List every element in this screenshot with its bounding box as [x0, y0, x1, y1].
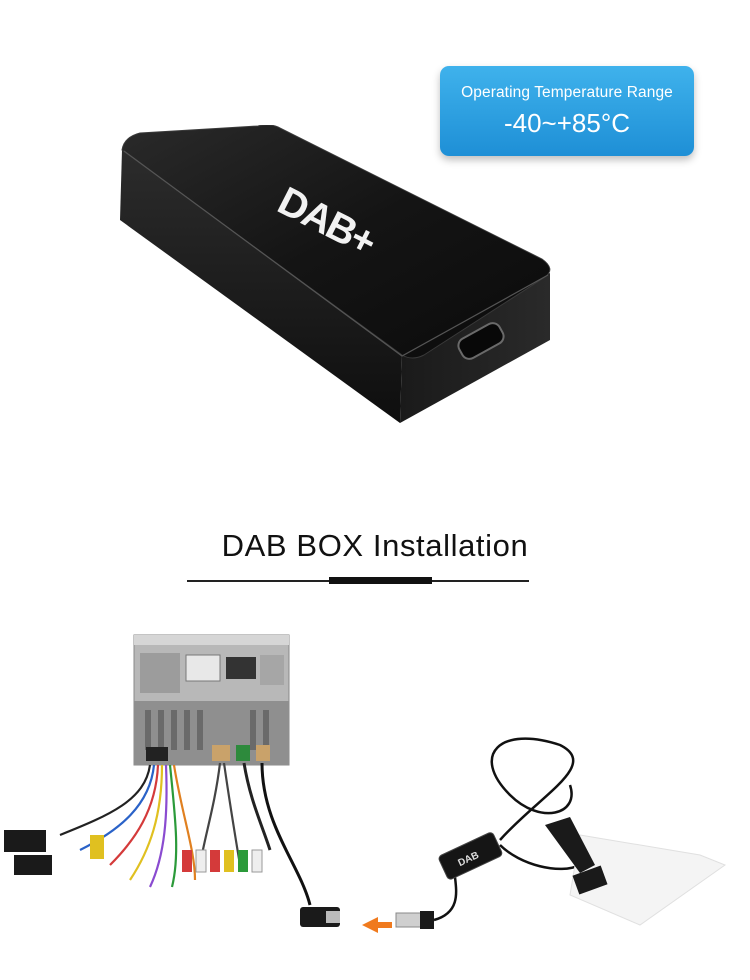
- harness-connectors: [4, 830, 340, 927]
- temperature-label: Operating Temperature Range: [461, 84, 673, 101]
- title-divider-accent: [329, 577, 432, 584]
- installation-diagram: DAB: [4, 634, 727, 933]
- section-title: DAB BOX Installation: [221, 528, 529, 563]
- temperature-badge: Operating Temperature Range -40~+85°C: [440, 66, 694, 156]
- temperature-value: -40~+85°C: [503, 108, 631, 138]
- connect-arrow-icon: [362, 917, 392, 933]
- wiring-harness: [59, 762, 312, 906]
- head-unit: [133, 634, 290, 766]
- dab-box-device: DAB+: [120, 125, 551, 423]
- dab-box-kit: DAB: [395, 737, 727, 929]
